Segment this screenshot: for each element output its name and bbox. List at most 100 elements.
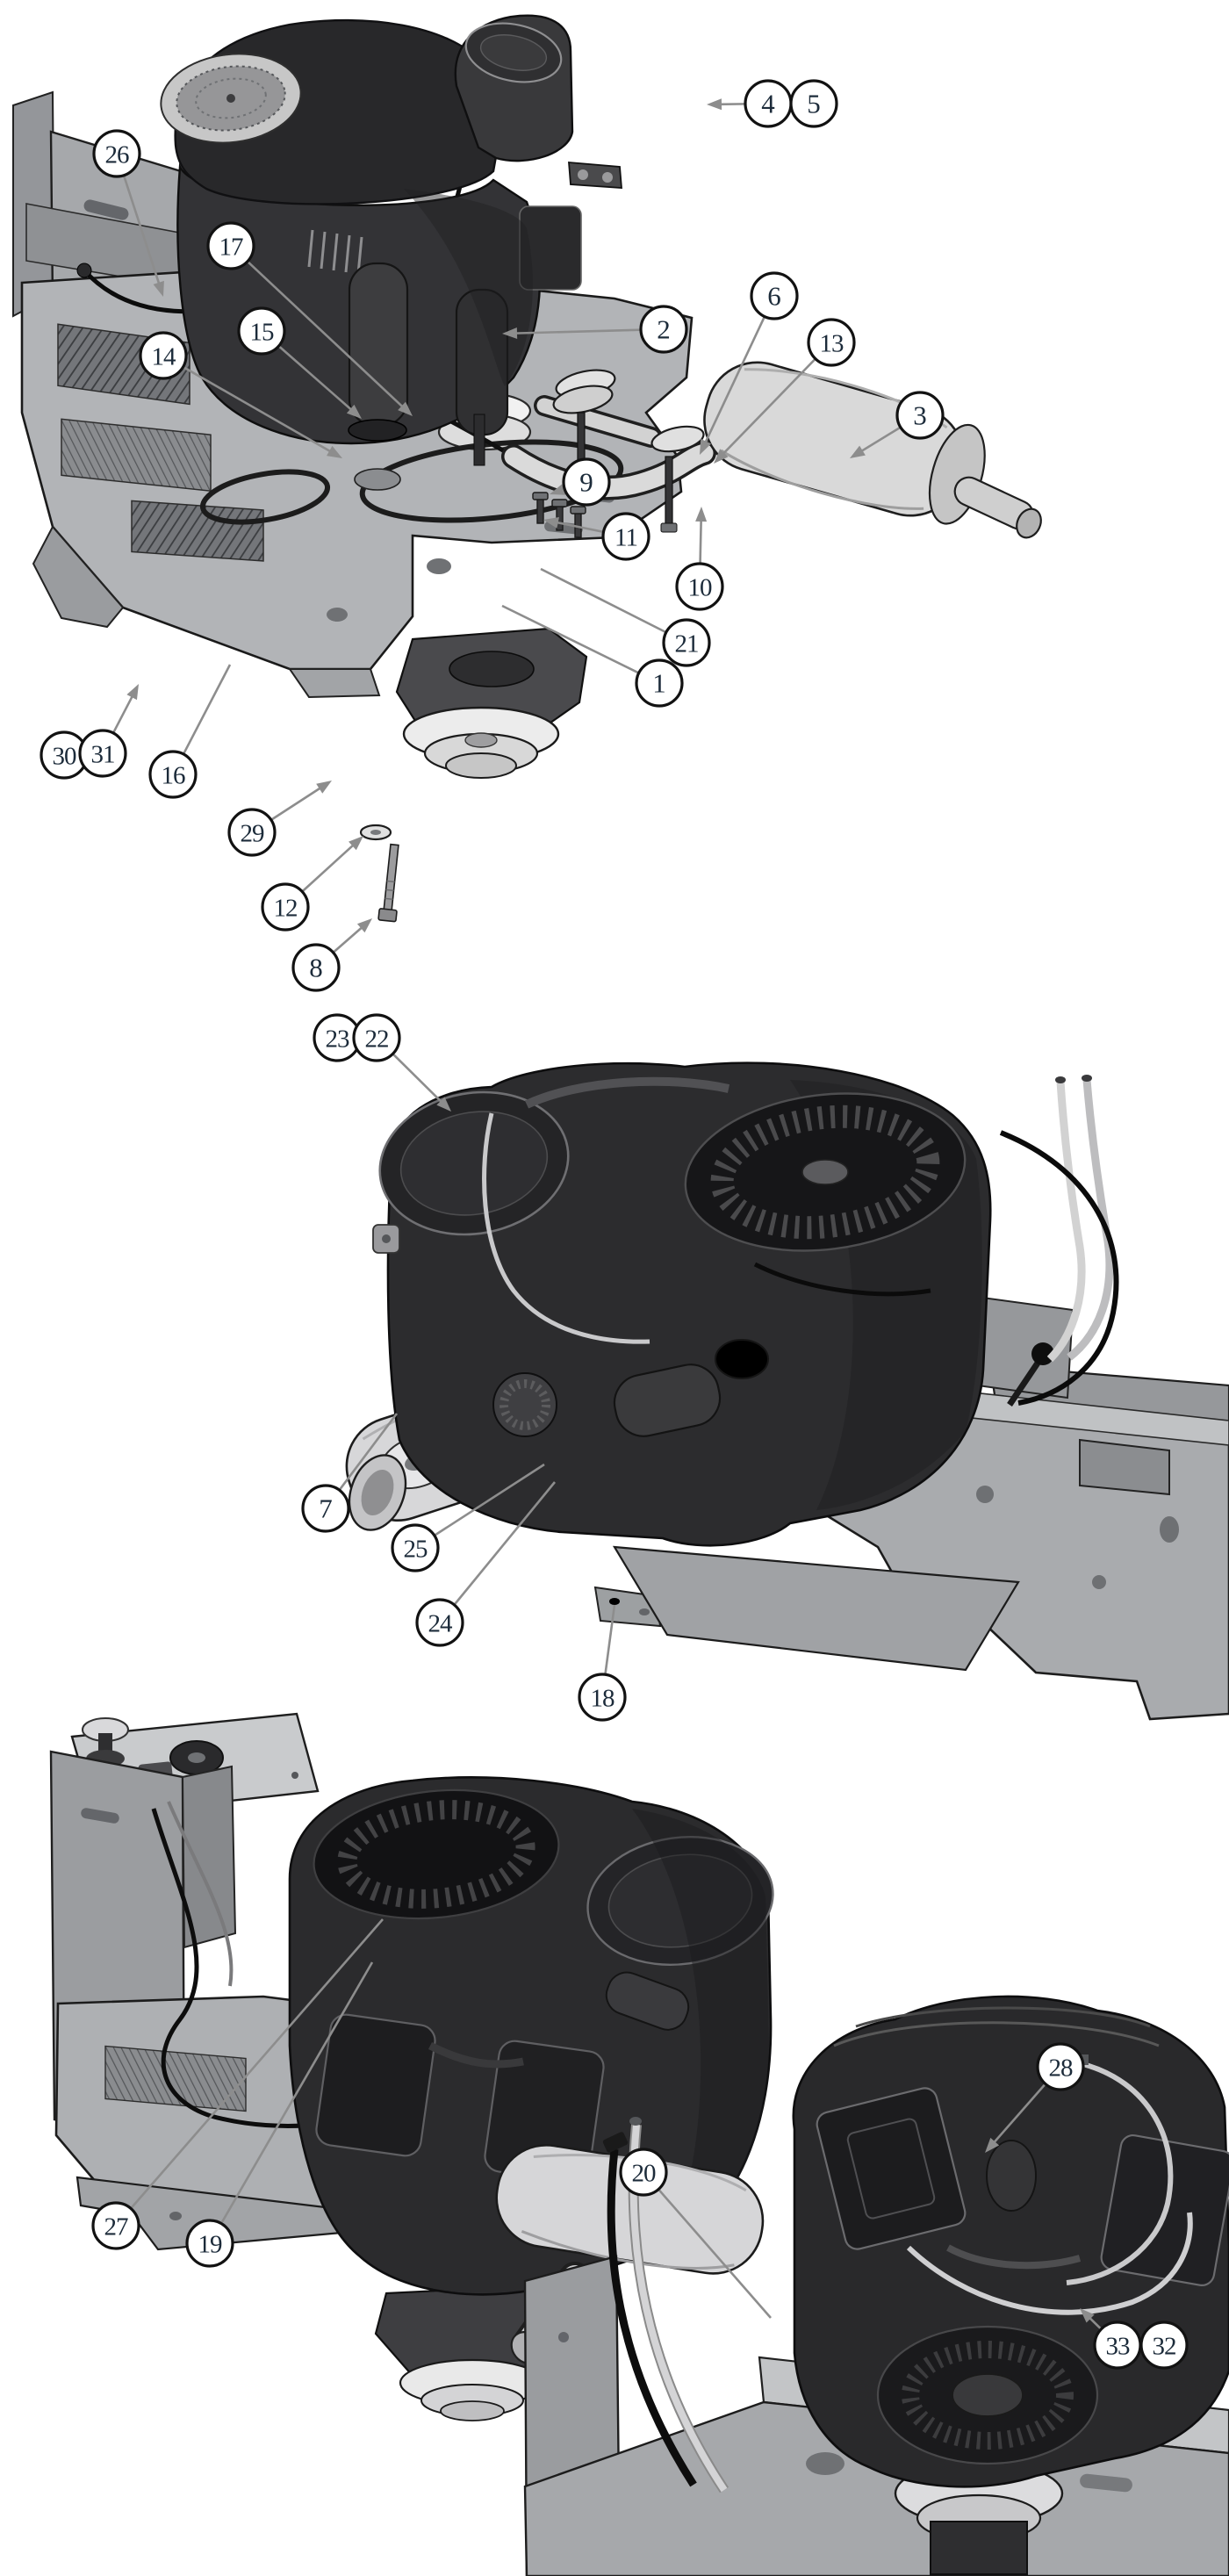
leader-line (859, 426, 902, 453)
leader-arrowhead (356, 918, 372, 933)
callout-4: 4 (707, 79, 793, 128)
screen-center-bolt (226, 94, 235, 103)
foot-hole (609, 1598, 620, 1605)
callout-circle (301, 1484, 350, 1533)
washer-hole (370, 830, 381, 835)
callout-15: 15 (237, 306, 362, 419)
exhaust-pipe (504, 443, 714, 498)
leader-arrowhead (714, 449, 729, 464)
leader-line (130, 1918, 384, 2210)
leader-line (277, 345, 354, 412)
callout-number: 2 (657, 314, 671, 345)
callout-number: 17 (219, 234, 244, 262)
frame3-wire-gray (167, 1801, 234, 1987)
flywheel-fins (902, 2341, 1074, 2450)
callout-number: 25 (404, 1536, 428, 1564)
callout-number: 31 (91, 741, 115, 769)
frame2-mid-bracket (1079, 1438, 1170, 1496)
callout-number: 16 (162, 762, 186, 790)
callout-circle (415, 1598, 464, 1647)
callout-14: 14 (139, 331, 342, 458)
callout-number: 13 (820, 330, 844, 358)
drive-belt (359, 439, 624, 523)
callout-20: 20 (619, 2148, 772, 2319)
leader-arrowhead (126, 684, 139, 701)
dipstick-tube (473, 414, 485, 466)
leader-line (540, 567, 667, 634)
callout-circle (1139, 2321, 1189, 2370)
callout-23: 23 (313, 1013, 362, 1062)
callout-circle (185, 2219, 234, 2268)
callout-18: 18 (578, 1604, 627, 1722)
governor-ribs (500, 1379, 550, 1430)
callout-circle (619, 2148, 668, 2197)
callout-number: 21 (675, 630, 699, 658)
callout-number: 29 (241, 820, 265, 848)
callout-number: 22 (365, 1025, 389, 1054)
leader-line (219, 1961, 374, 2225)
callout-number: 15 (250, 319, 275, 347)
idler-pulley (354, 468, 401, 491)
leader-line (501, 604, 640, 674)
leader-line (658, 2188, 772, 2319)
callout-circle (750, 271, 799, 320)
leader-arrowhead (327, 445, 342, 458)
oil-filter-cylinder (348, 262, 409, 428)
view4-illustration (523, 1995, 1229, 2576)
callout-21: 21 (540, 567, 711, 667)
clutch-core (449, 651, 535, 687)
flywheel-hub (952, 2373, 1024, 2417)
deck-hole (327, 608, 348, 622)
leader-arrowhead (346, 404, 362, 419)
crankcase-cap (348, 419, 407, 442)
engine4-valve-cover-left (816, 2087, 967, 2250)
frame2-lower-deck (612, 1545, 1020, 1672)
engine2-fuel-hose (999, 1130, 1119, 1406)
view1-exhaust (501, 361, 1042, 539)
callout-8: 8 (291, 918, 372, 992)
callout-6: 6 (700, 271, 799, 455)
leader-line (703, 315, 766, 444)
flange-hole (169, 2212, 182, 2220)
callout-number: 6 (767, 281, 781, 312)
callout-26: 26 (92, 129, 164, 297)
view2-illustration (345, 1061, 1229, 1721)
callout-circle (261, 882, 310, 932)
black-drain-tube (607, 2148, 697, 2487)
leader-line (604, 1604, 616, 1675)
engine2-solenoid (715, 1339, 769, 1379)
screen-ring (195, 77, 267, 119)
callout-number: 11 (614, 524, 637, 552)
engine4-manifold (946, 2244, 1082, 2270)
callout-circle (662, 618, 711, 667)
view1-clutch-assembly (359, 627, 588, 923)
clutch-bolt-head (377, 908, 398, 923)
deck-grille-3 (131, 500, 264, 562)
callout-number: 10 (688, 574, 713, 602)
callout-circle (91, 2201, 140, 2250)
engine2-wire (753, 1262, 931, 1297)
view1-engine (160, 14, 622, 466)
tube-clamp (602, 2132, 629, 2153)
clutch-pulley-low (445, 752, 517, 779)
engine4-gray-cable-lower (906, 2212, 1193, 2315)
callout-circle (139, 331, 188, 380)
engine2-shroud-inner (399, 1111, 549, 1216)
engine3-valve-cover-left (315, 2013, 436, 2157)
clutch3-pulley3 (440, 2400, 505, 2421)
muffler2-outlet-bore (361, 1469, 394, 1516)
engine-mount-bolts (532, 492, 586, 538)
callout-10: 10 (675, 507, 724, 611)
view3-illustration (49, 1712, 774, 2421)
callout-number: 3 (913, 400, 927, 431)
engine4-top-arc2 (855, 2006, 1151, 2028)
engine2-handle (524, 1076, 730, 1109)
engine2-white-hose (482, 1112, 650, 1344)
leader-arrowhead (543, 516, 559, 529)
harness-connector (76, 263, 92, 278)
callout-number: 23 (326, 1025, 350, 1054)
callout-number: 7 (319, 1493, 333, 1524)
engine3-intake (428, 2041, 524, 2069)
